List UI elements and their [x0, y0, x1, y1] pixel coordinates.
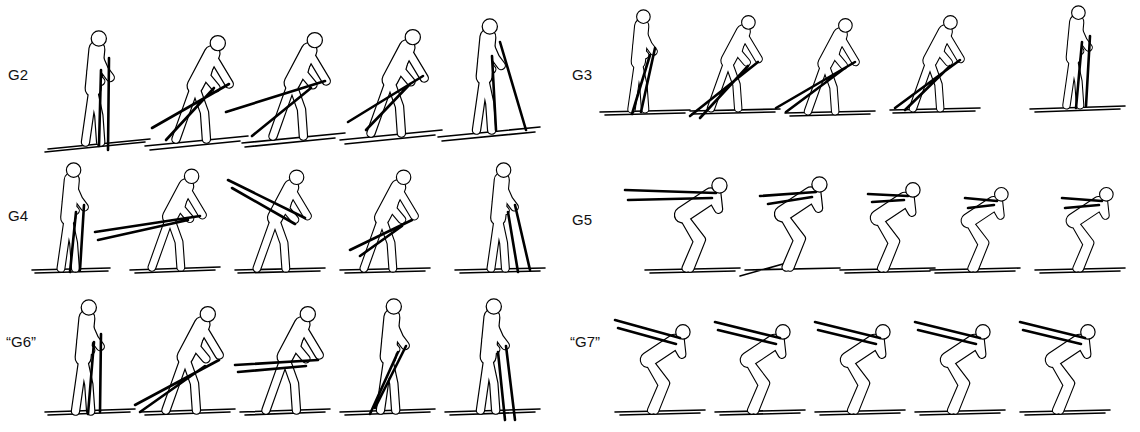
skis — [32, 106, 1125, 415]
ski-poles — [70, 36, 1102, 420]
technique-label: G5 — [572, 212, 592, 229]
skier-figures — [61, 6, 1113, 411]
technique-label: G3 — [572, 67, 592, 84]
technique-label: “G7” — [570, 334, 600, 351]
technique-label: G2 — [8, 67, 28, 84]
technique-label: G4 — [8, 208, 28, 225]
technique-label: “G6” — [6, 334, 36, 351]
